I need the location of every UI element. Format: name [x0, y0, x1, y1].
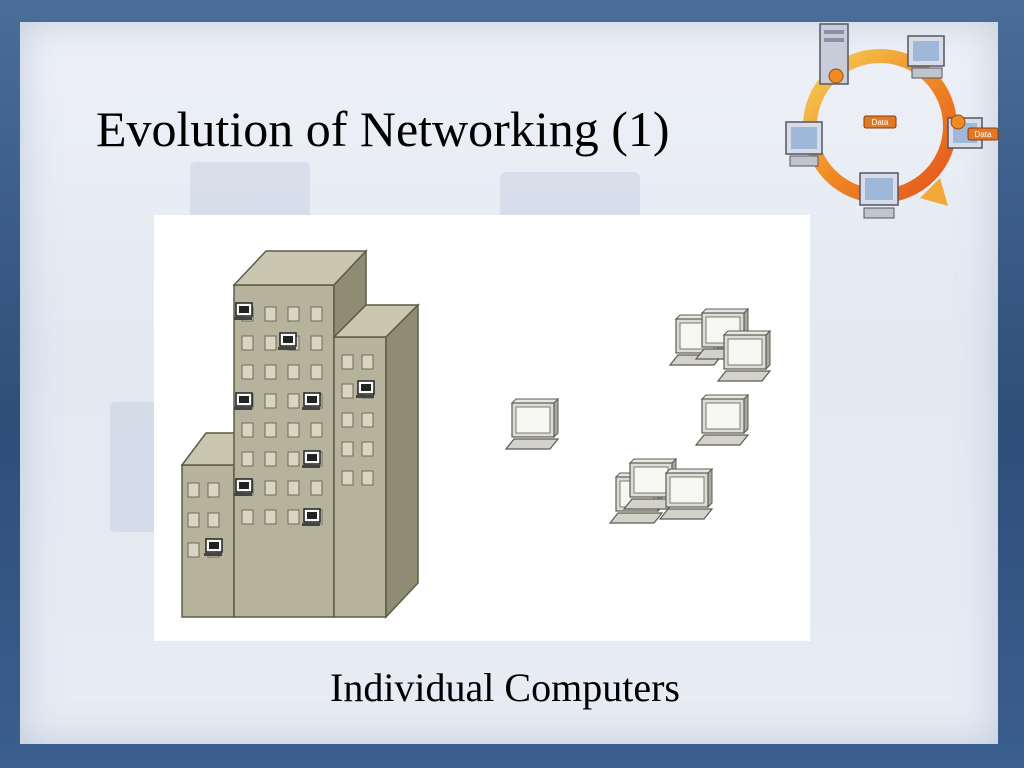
- building-window: [264, 335, 277, 351]
- building-window: [341, 383, 354, 399]
- building-window: [264, 480, 277, 496]
- building-computer-icon: [302, 392, 321, 410]
- computer-bottom-icon: [859, 172, 899, 219]
- desktop-computer-icon: [504, 397, 560, 450]
- building-window: [361, 470, 374, 486]
- building-window: [264, 422, 277, 438]
- building-window: [264, 509, 277, 525]
- desktop-computer-icon: [716, 329, 772, 382]
- building-computer-icon: [278, 332, 297, 350]
- building-window: [287, 364, 300, 380]
- individual-computers-illustration: [180, 249, 772, 619]
- standalone-computers: [504, 307, 772, 524]
- building-window: [241, 364, 254, 380]
- building-computer-icon: [302, 508, 321, 526]
- slide-title: Evolution of Networking (1): [96, 101, 670, 157]
- building-computer-icon: [234, 392, 253, 410]
- computer-top-right-icon: [907, 35, 945, 79]
- data-badge-label: Data: [975, 130, 992, 139]
- building-window: [310, 480, 323, 496]
- building-window: [241, 451, 254, 467]
- building-window: [310, 422, 323, 438]
- building-window: [361, 412, 374, 428]
- data-badge: [967, 127, 999, 141]
- building-computers: [204, 302, 375, 556]
- building-window: [264, 364, 277, 380]
- building-window: [310, 306, 323, 322]
- building-window: [287, 393, 300, 409]
- server-icon: [819, 23, 849, 85]
- building-computer-icon: [204, 538, 223, 556]
- building-window: [341, 354, 354, 370]
- illustration-panel: [154, 215, 810, 641]
- building-computer-icon: [356, 380, 375, 398]
- network-cycle-logo-icon: Data Data: [785, 23, 999, 219]
- building-window: [341, 412, 354, 428]
- building-window: [207, 512, 220, 528]
- slide-caption: Individual Computers: [330, 665, 680, 710]
- office-building-icon: [180, 249, 420, 619]
- building-window: [241, 335, 254, 351]
- computer-left-icon: [785, 121, 823, 167]
- building-window: [310, 364, 323, 380]
- building-window: [287, 422, 300, 438]
- desktop-computer-icon: [658, 467, 714, 520]
- building-window: [187, 542, 200, 558]
- building-window: [187, 512, 200, 528]
- building-window: [287, 451, 300, 467]
- building-window: [241, 509, 254, 525]
- building-window: [361, 441, 374, 457]
- data-badge-label: Data: [872, 118, 889, 127]
- data-badge: [863, 115, 897, 129]
- building-computer-icon: [302, 450, 321, 468]
- building-window: [287, 509, 300, 525]
- building-computer-icon: [234, 302, 253, 320]
- building-window: [264, 306, 277, 322]
- building-window: [241, 422, 254, 438]
- building-window: [341, 441, 354, 457]
- building-window: [341, 470, 354, 486]
- building-computer-icon: [234, 478, 253, 496]
- building-window: [287, 480, 300, 496]
- building-window: [207, 482, 220, 498]
- building-window: [361, 354, 374, 370]
- desktop-computer-icon: [694, 393, 750, 446]
- building-window: [287, 306, 300, 322]
- building-window: [187, 482, 200, 498]
- building-window: [310, 335, 323, 351]
- building-window: [264, 393, 277, 409]
- building-window: [264, 451, 277, 467]
